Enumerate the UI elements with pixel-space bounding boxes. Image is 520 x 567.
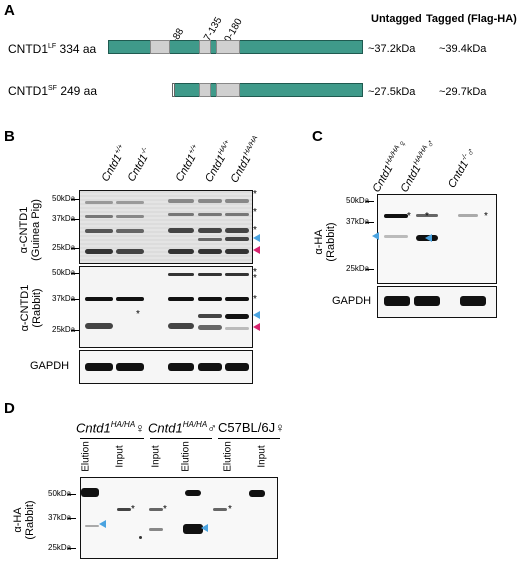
cntd1-sf-label: CNTD1SF 249 aa xyxy=(8,84,98,98)
b2-star-1: * xyxy=(253,267,257,278)
c-blot-gapdh xyxy=(377,286,497,318)
sf-untagged-mass: ~27.5kDa xyxy=(368,86,416,98)
d-blue-arrow-1 xyxy=(99,520,106,528)
c-tick-25 xyxy=(366,269,374,270)
b2-star-3: * xyxy=(253,294,257,305)
b1-blue-arrow xyxy=(253,234,260,242)
d-star-1: * xyxy=(131,504,135,515)
d-blue-arrow-2 xyxy=(201,524,208,532)
d-tick-50 xyxy=(68,494,76,495)
d-lane-2-label: Input xyxy=(114,445,126,468)
c-blue-arrow-left xyxy=(372,232,379,240)
d-group-1-label: Cntd1HA/HA♀ xyxy=(76,420,145,436)
untagged-header: Untagged xyxy=(371,13,422,25)
d-lane-6-label: Input xyxy=(256,445,268,468)
d-star-2: * xyxy=(163,504,167,515)
b1-magenta-arrow xyxy=(253,246,260,254)
c-star-2: * xyxy=(425,211,429,222)
d-marker-25: 25kDa xyxy=(48,543,72,552)
b-gapdh-label: GAPDH xyxy=(30,360,70,372)
c-marker-50: 50kDa xyxy=(346,196,370,205)
d-antibody-label: α-HA(Rabbit) xyxy=(12,500,36,540)
sf-region-140-180-box xyxy=(216,83,240,97)
lf-untagged-mass: ~37.2kDa xyxy=(368,43,416,55)
region-57-88-box xyxy=(150,40,170,54)
c-star-1: * xyxy=(407,211,411,222)
b2-tick-37 xyxy=(71,299,79,300)
b1-marker-37: 37kDa xyxy=(52,214,76,223)
sf-start-mark xyxy=(172,83,175,97)
b-blot-gapdh xyxy=(79,350,253,384)
panel-d-letter: D xyxy=(4,400,15,417)
b-blot-guinea-pig xyxy=(79,190,253,264)
b1-star-3: * xyxy=(253,225,257,236)
d-lane-1-label: Elution xyxy=(80,441,92,472)
c-blue-arrow-right xyxy=(425,234,432,242)
b2-tick-50 xyxy=(71,273,79,274)
d-lane-3-label: Input xyxy=(150,445,162,468)
panel-c-letter: C xyxy=(312,128,323,145)
d-group-1-line xyxy=(80,438,144,439)
c-star-3: * xyxy=(484,211,488,222)
b2-marker-25: 25kDa xyxy=(52,325,76,334)
c-gapdh-label: GAPDH xyxy=(332,295,372,307)
c-lane-3-label: Cntd1-/-♂ xyxy=(446,145,479,191)
d-marker-37: 37kDa xyxy=(48,513,72,522)
b1-star-2: * xyxy=(253,207,257,218)
d-marker-50: 50kDa xyxy=(48,489,72,498)
region-117-135-box xyxy=(199,40,211,54)
b1-tick-50 xyxy=(71,199,79,200)
c-marker-37: 37kDa xyxy=(346,217,370,226)
c-antibody-label: α-HA(Rabbit) xyxy=(313,222,337,262)
d-tick-25 xyxy=(68,548,76,549)
d-group-3-line xyxy=(218,438,280,439)
b1-antibody-label: α-CNTD1(Guinea Pig) xyxy=(18,199,42,261)
b2-marker-37: 37kDa xyxy=(52,294,76,303)
d-group-3-label: C57BL/6J♀ xyxy=(218,420,285,435)
b1-marker-25: 25kDa xyxy=(52,243,76,252)
c-tick-37 xyxy=(366,222,374,223)
b1-marker-50: 50kDa xyxy=(52,194,76,203)
region-140-180-box xyxy=(216,40,240,54)
cntd1-lf-label: CNTD1LF 334 aa xyxy=(8,42,97,56)
d-group-2-line xyxy=(150,438,212,439)
b1-star-1: * xyxy=(253,189,257,200)
b-blot-rabbit xyxy=(79,266,253,348)
d-tick-37 xyxy=(68,518,76,519)
c-tick-50 xyxy=(366,201,374,202)
tagged-header: Tagged (Flag-HA) xyxy=(426,13,517,25)
c-blot-ha xyxy=(377,194,497,284)
d-blot-ha xyxy=(80,477,278,559)
b2-star-2: * xyxy=(253,273,257,284)
b2-marker-50: 50kDa xyxy=(52,268,76,277)
b2-blue-arrow xyxy=(253,311,260,319)
d-star-3: * xyxy=(228,504,232,515)
sf-tagged-mass: ~29.7kDa xyxy=(439,86,487,98)
d-lane-5-label: Elution xyxy=(222,441,234,472)
panel-a-letter: A xyxy=(4,2,15,19)
panel-b-letter: B xyxy=(4,128,15,145)
d-group-2-label: Cntd1HA/HA♂ xyxy=(148,420,217,436)
lf-tagged-mass: ~39.4kDa xyxy=(439,43,487,55)
b2-tick-25 xyxy=(71,330,79,331)
b2-magenta-arrow xyxy=(253,323,260,331)
b1-tick-25 xyxy=(71,248,79,249)
c-marker-25: 25kDa xyxy=(346,264,370,273)
b2-star-4: * xyxy=(136,309,140,320)
b2-antibody-label: α-CNTD1(Rabbit) xyxy=(19,284,43,332)
b1-tick-37 xyxy=(71,219,79,220)
sf-region-117-135-box xyxy=(199,83,211,97)
d-lane-4-label: Elution xyxy=(180,441,192,472)
